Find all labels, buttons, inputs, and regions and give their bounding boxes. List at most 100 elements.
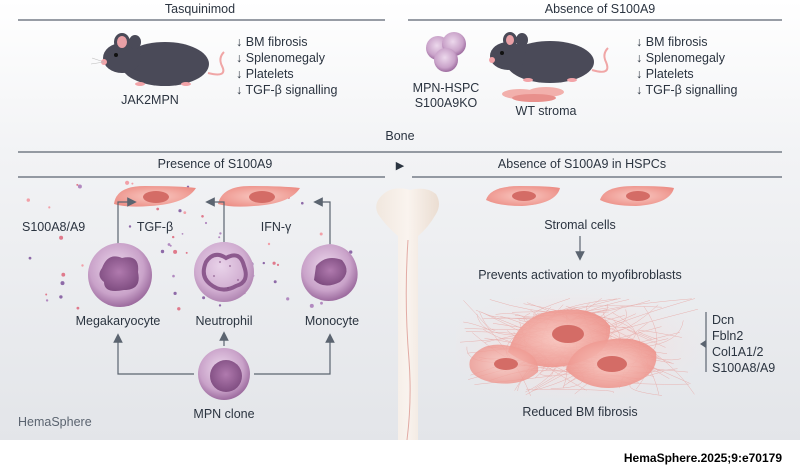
particle-dot [76,183,79,186]
arrow-neutrophil [205,197,225,242]
jak2mpn-label: JAK2MPN [121,93,179,107]
marker-item: Fbln2 [712,329,743,343]
particle-dot [156,207,160,211]
marker-list: Dcn Fbln2 Col1A1/2 S100A8/A9 [712,313,775,375]
bracket-arrow-icon [700,340,706,348]
particle-dot [81,264,84,267]
particle-dot [218,236,221,239]
particle-dot [128,225,132,228]
down-arrow-icon: ↓ [636,35,642,49]
down-arrow-icon: ↓ [636,51,642,65]
top-right-panel: Absence of S100A9 MPN-HSPC S100A9KO [408,2,782,118]
particle-dot [48,206,51,209]
fiber-strand [638,330,682,340]
hspc-cluster-icon [426,32,466,72]
particle-dot [77,184,82,189]
down-arrow-icon: ↓ [236,83,242,97]
svg-text:↓ TGF-β signalling: ↓ TGF-β signalling [236,83,337,97]
arrow-monocyte [313,197,331,246]
wt-stroma-label: WT stroma [516,104,577,118]
particle-dot [173,249,178,254]
stromal-cells-label: Stromal cells [544,218,616,232]
particle-dot [273,280,277,284]
fiber-strand [523,303,695,395]
absence-hspc-title: Absence of S100A9 in HSPCs [498,157,666,171]
monocyte-label: Monocyte [305,314,359,328]
bone-illustration [376,188,439,441]
svg-text:↓ Platelets: ↓ Platelets [636,67,694,81]
mpn-clone-label: MPN clone [193,407,254,421]
effect-item: Platelets [246,67,294,81]
particle-dot [131,182,134,185]
svg-text:↓ BM fibrosis: ↓ BM fibrosis [636,35,708,49]
effect-item: BM fibrosis [246,35,308,49]
svg-text:↓ BM fibrosis: ↓ BM fibrosis [236,35,308,49]
particle-dot [349,250,353,254]
s100a9ko-label: S100A9KO [415,96,478,110]
particle-dot [309,303,314,308]
down-arrow-icon: ↓ [236,51,242,65]
particle-dot [172,235,175,239]
fiber-strand [626,329,666,348]
marker-item: Col1A1/2 [712,345,763,359]
stromal-cell [600,186,674,206]
fiber-strand [479,312,496,331]
particle-dot [173,291,177,295]
particle-dot [276,263,280,266]
ifn-gamma-label: IFN-γ [261,220,292,234]
particle-dot [181,233,184,235]
down-arrow-icon: ↓ [636,83,642,97]
effect-item: TGF-β signalling [646,83,738,97]
particle-dot [183,211,187,215]
particle-dot [172,274,175,278]
down-arrow-icon: ↓ [636,67,642,81]
prevents-activation-label: Prevents activation to myofibroblasts [478,268,682,282]
particle-dot [45,299,49,302]
particle-dot [201,215,204,218]
arrow-clone-to-monocyte [254,333,335,375]
particle-dot [60,281,65,286]
particle-dot [76,306,80,310]
neutrophil-icon [194,242,254,302]
particle-dot [267,242,271,246]
mpn-hspc-label: MPN-HSPC [413,81,480,95]
effect-item: BM fibrosis [646,35,708,49]
particle-dot [45,293,48,296]
citation-text: HemaSphere.2025;9:e70179 [624,451,782,465]
down-arrow-icon: ↓ [236,67,242,81]
particle-dot [202,296,206,300]
particle-dot [219,232,222,235]
hemasphere-logo: HemaSphere [18,415,92,429]
arrow-right-icon: ▶ [396,160,405,172]
tasquinimod-effects-list: ↓ BM fibrosis ↓ Splenomegaly ↓ Platelets… [236,35,337,97]
tgf-beta-label: TGF-β [137,220,173,234]
bone-title: Bone [385,129,414,143]
effect-item: TGF-β signalling [246,83,338,97]
megakaryocyte-label: Megakaryocyte [76,314,161,328]
wt-stroma-icon [502,87,564,102]
top-left-panel: Tasquinimod JAK2MPN ↓ BM fibrosis ↓ Sple… [18,2,385,107]
effect-item: Splenomegaly [646,51,726,65]
particle-dot [125,180,130,185]
particle-dot [218,304,222,307]
particle-dot [26,198,30,202]
particle-dot [286,297,290,301]
marker-item: Dcn [712,313,734,327]
effect-item: Splenomegaly [246,51,326,65]
particle-dot [319,232,323,236]
marker-item: S100A8/A9 [712,361,775,375]
svg-text:↓ Platelets: ↓ Platelets [236,67,294,81]
stromal-cell [486,186,560,206]
mouse-icon [90,33,225,86]
svg-text:↓ Splenomegaly: ↓ Splenomegaly [236,51,326,65]
particle-dot [59,235,64,240]
absence-panel: Stromal cells Prevents activation to myo… [456,186,775,419]
particle-dot [167,243,171,246]
down-arrow-icon: ↓ [236,35,242,49]
particle-dot [204,221,208,225]
footer-strip [0,440,800,468]
particle-dot [160,249,165,254]
absence-s100a9-title: Absence of S100A9 [545,2,656,16]
wt-mouse-icon [489,32,609,83]
